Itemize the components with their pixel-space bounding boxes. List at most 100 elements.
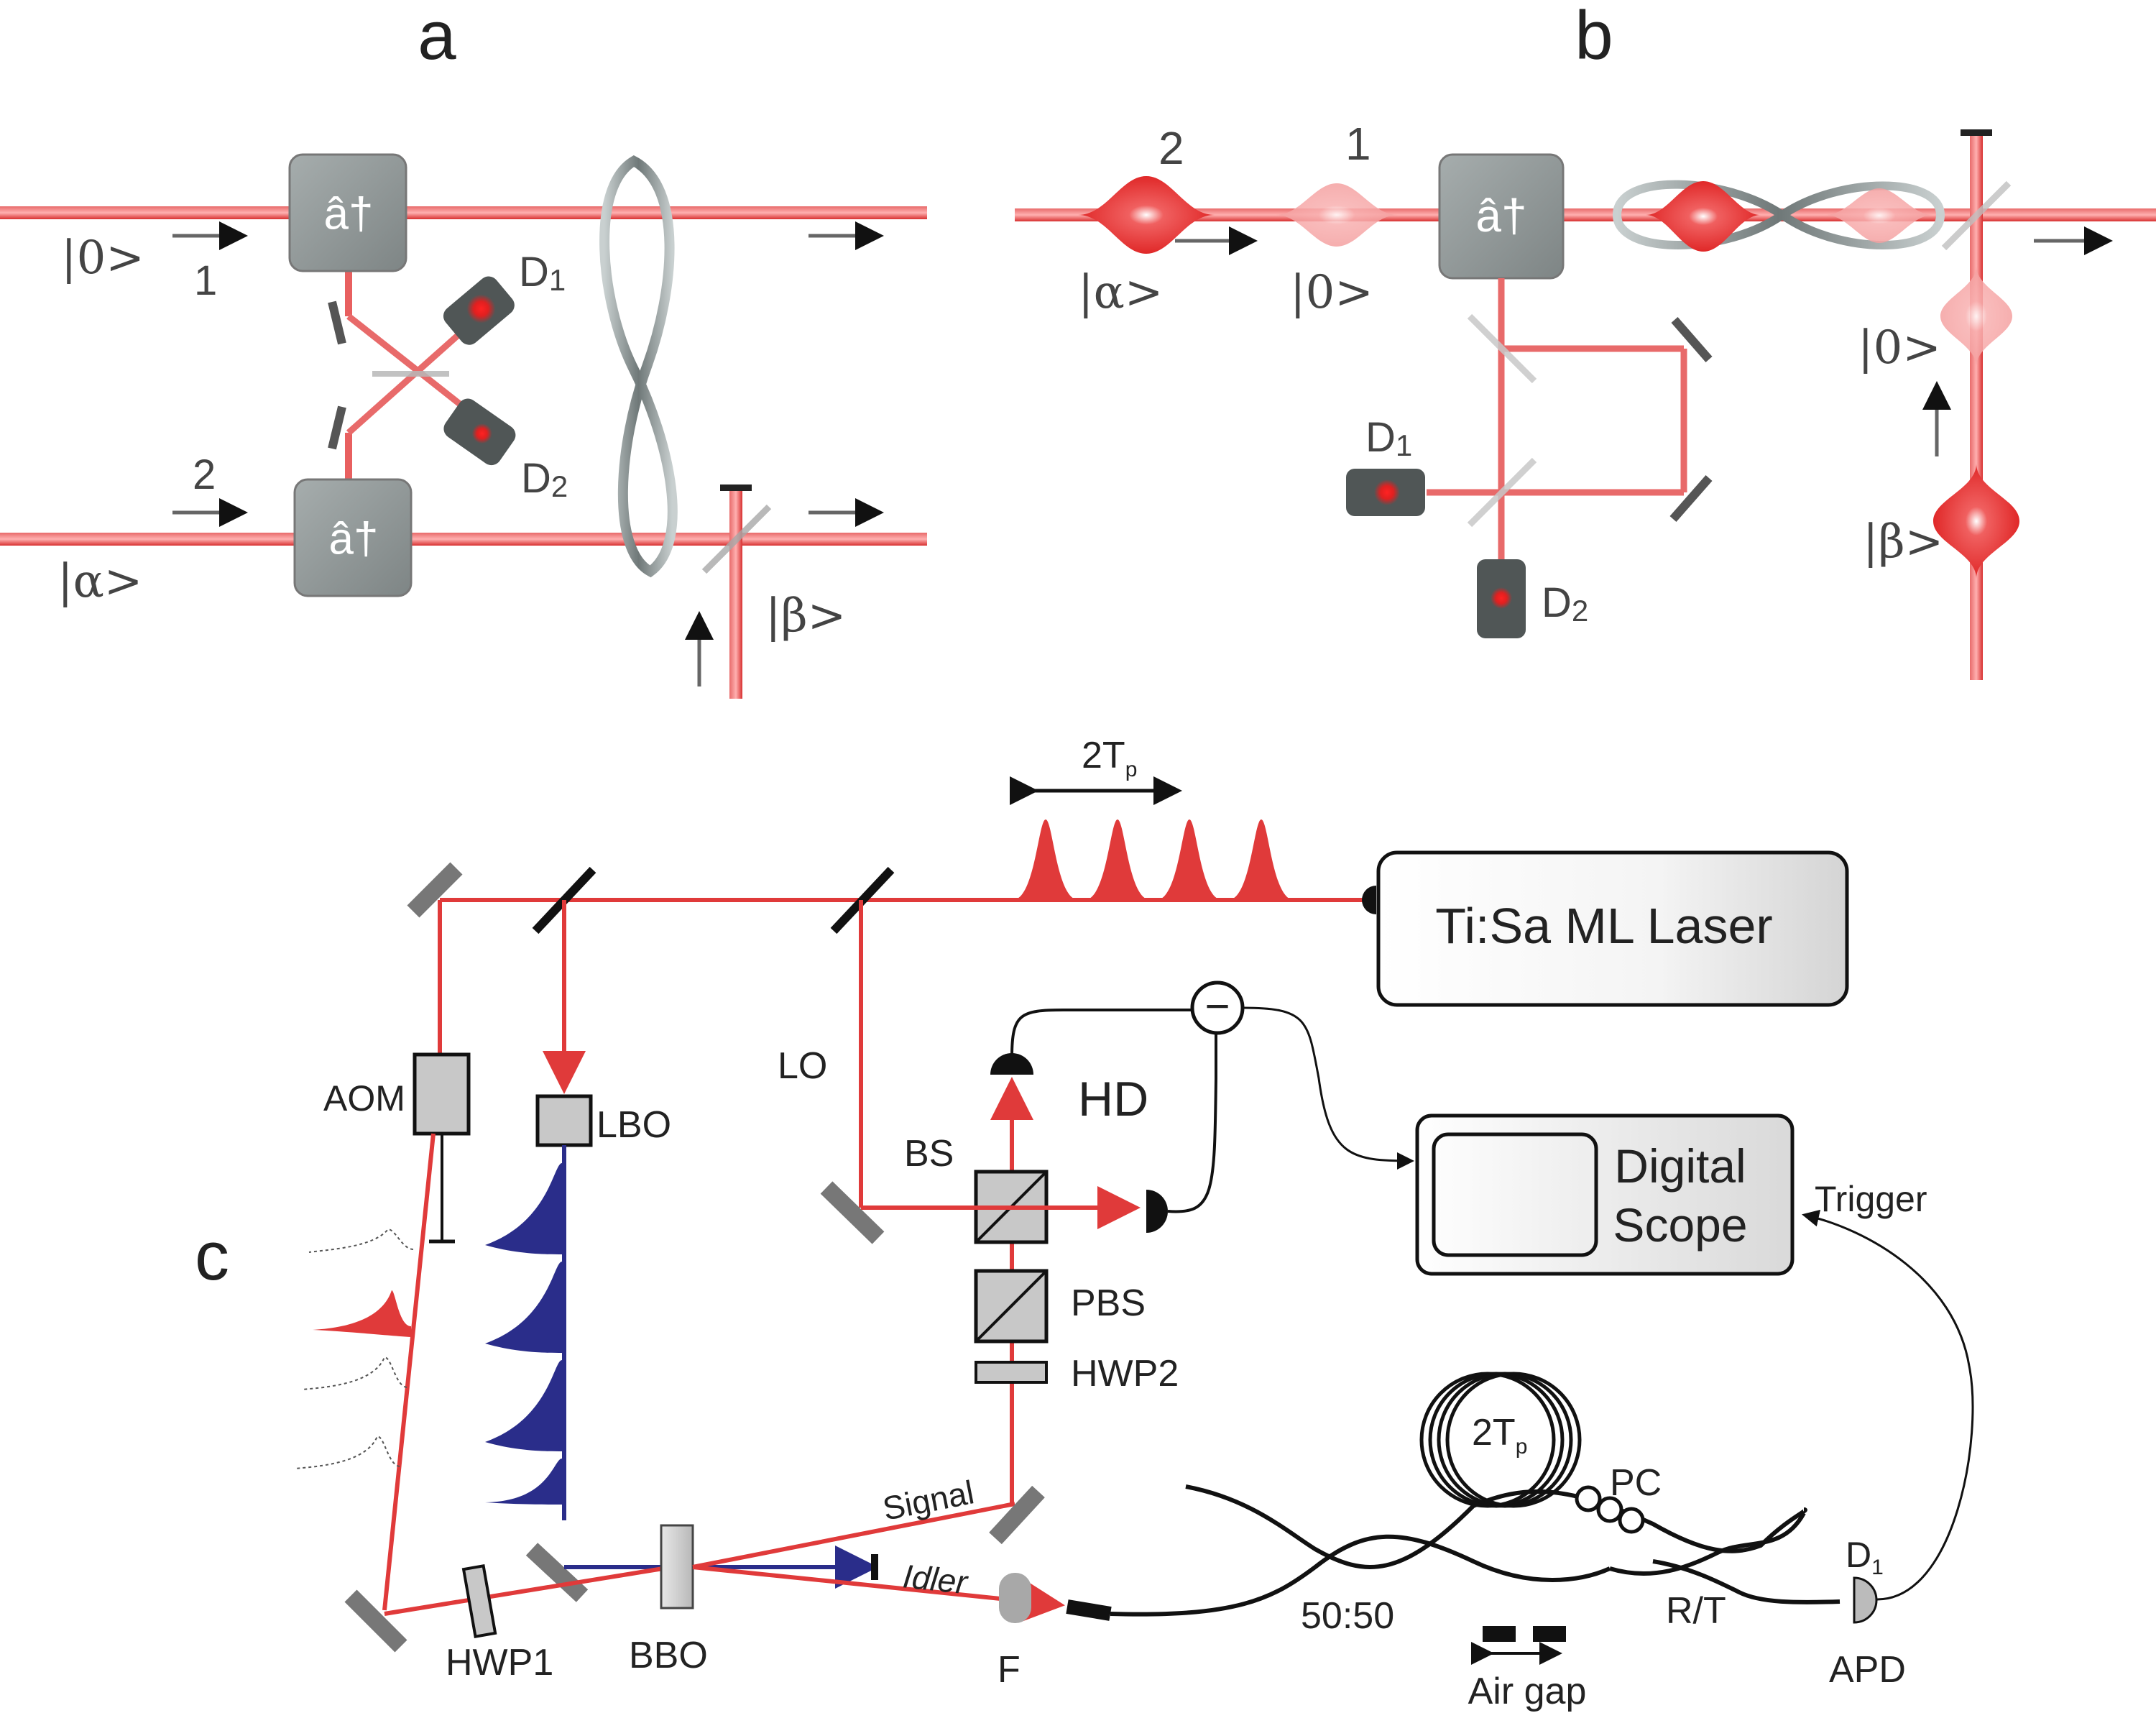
mirror-c-blue [525,1543,589,1602]
panel-a: a â† â† D1 D2 [0,0,927,699]
beta-block [720,484,752,491]
coil-label: 2Tp [1472,1412,1527,1459]
panel-c: c 2Tp Ti:Sa ML Laser AOM [195,735,1974,1712]
pc-label: PC [1610,1462,1662,1504]
creation-box-bottom [293,478,413,597]
ketbeta-b: |β> [1863,515,1943,569]
panel-b-label: b [1575,0,1613,74]
detector-b-d2 [1477,559,1526,638]
blue-pulses [485,1163,562,1505]
aom-label: AOM [323,1078,405,1119]
hd-detector-right [1146,1190,1168,1233]
hd-detector-top [990,1053,1033,1075]
pbs-label: PBS [1071,1282,1146,1324]
pulse-b-vert-beta [1933,464,2019,579]
idler-label: Idler [901,1557,970,1601]
air-gap-right [1533,1626,1566,1642]
bbo-label: BBO [629,1635,708,1676]
d1-label-b: D1 [1365,414,1412,462]
lbo-box [535,1094,593,1147]
mirror-c-topleft [407,862,463,918]
picked-pulses [294,1228,414,1469]
beam-a-stub-bottom [345,433,352,483]
apd-d1-label: D1 [1846,1535,1884,1579]
laser-box [1376,850,1849,1007]
cross-beam-2 [346,324,469,436]
bs-label: BS [904,1133,954,1175]
pulse-b-2 [1078,176,1215,254]
num2-b: 2 [1158,122,1184,174]
air-gap-left [1483,1626,1516,1642]
hwp2-label: HWP2 [1071,1353,1179,1395]
ketbeta-a: |β> [765,589,846,643]
mirror-b-1 [1671,317,1713,362]
fiber-network [1110,1484,1841,1617]
ratio-label: 50:50 [1301,1595,1394,1637]
splitter-b-2 [1467,457,1537,528]
panel-c-label: c [195,1218,229,1295]
hwp1-plate [461,1563,497,1639]
beam-c-aom-diffracted [382,1133,436,1611]
period-label: 2Tp [1082,735,1137,781]
pbs-cube [974,1269,1049,1344]
signal-label: Signal [880,1473,977,1527]
ketalpha-b: |α> [1078,266,1163,319]
air-gap-label: Air gap [1468,1671,1587,1712]
idler-dump [871,1554,878,1580]
filter-label: F [998,1649,1021,1691]
scope-box [1415,1113,1795,1276]
pulse-train [1013,819,1294,900]
beam-b-block [1961,129,1992,136]
beta-splitter-a [701,504,772,574]
pulse-b-loop-2 [1825,188,1933,243]
detector-b-d1 [1346,469,1425,516]
beam-c-signal [692,1502,1015,1569]
trigger-wire [1802,1209,1974,1601]
mirror-b-2 [1669,475,1713,522]
hd-to-scope [1243,1006,1414,1170]
pulse-b-loop-1 [1646,181,1761,252]
fiber-coil [1419,1372,1582,1508]
creation-box-top [288,153,407,272]
num1-b: 1 [1345,118,1371,170]
trigger-label: Trigger [1815,1179,1927,1219]
fiber-loop-a [599,155,678,578]
scope-label-2: Scope [1613,1198,1747,1252]
ket0-a: |0> [61,231,144,285]
hd-wire-right [1167,1032,1217,1213]
d1-label-a: D1 [519,249,566,297]
panel-a-label: a [418,0,456,74]
num2-a: 2 [193,451,216,498]
beam-a-beta [729,489,742,699]
interferometer-b [1427,278,1687,568]
beam-a-stub-top [345,266,352,316]
subtractor [1190,981,1245,1035]
beam-a-bottom [0,533,927,546]
creation-box-bottom-label: â† [329,514,379,564]
ket0-b: |0> [1290,266,1373,319]
laser-output-port [1362,886,1376,914]
scope-screen [1432,1132,1598,1257]
ketalpha-a: |α> [57,555,142,608]
splitter-b-out [1941,180,2012,251]
creation-box-top-label: â† [324,189,374,239]
pulse-b-1 [1276,183,1398,247]
filter [999,1573,1031,1623]
pulse-b-vert-0 [1940,266,2012,367]
mirror-c-bottomleft [344,1589,407,1653]
d2-label-a: D2 [521,455,568,503]
detector-a-d2 [443,398,516,466]
bbo-crystal [660,1524,694,1609]
hwp2-plate [975,1361,1048,1384]
hwp1-label: HWP1 [446,1642,553,1684]
hd-label: HD [1078,1072,1148,1126]
num1-a: 1 [194,257,217,304]
polarization-controller [1575,1485,1645,1534]
mirror-a-1 [328,300,346,345]
aom-box [413,1052,471,1136]
creation-box-b-label: â† [1475,190,1526,242]
beam-a-top [0,206,927,219]
detector-a-d1 [443,276,515,345]
d2-label-b: D2 [1542,579,1588,628]
